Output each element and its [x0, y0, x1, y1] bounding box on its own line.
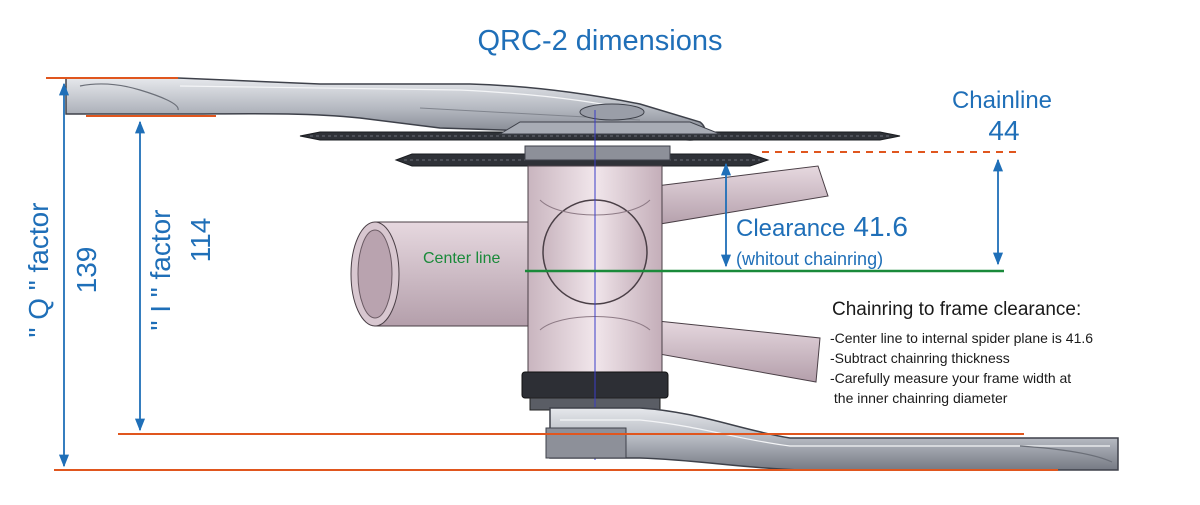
i-factor-label: " I " factor	[145, 209, 176, 330]
down-tube	[350, 221, 549, 327]
clearance-label-text: Clearance	[736, 215, 845, 242]
i-factor-value: 114	[185, 218, 216, 263]
clearance-value: 41.6	[853, 211, 908, 242]
chainline-value: 44	[988, 115, 1019, 146]
chainline-label: Chainline	[952, 87, 1052, 114]
crank-spider	[498, 121, 721, 135]
notes-item: -Carefully measure your frame width at	[830, 370, 1071, 386]
notes-heading: Chainring to frame clearance:	[832, 299, 1081, 320]
frame-stays	[639, 165, 829, 383]
notes-item: -Subtract chainring thickness	[830, 350, 1010, 366]
dimension-lines	[46, 77, 1058, 471]
clearance-label: Clearance 41.6	[736, 211, 908, 242]
clearance-note: (whitout chainring)	[736, 249, 883, 269]
lower-crank-arm	[545, 407, 1119, 471]
q-factor-value: 139	[71, 247, 102, 294]
outer-chainring	[299, 131, 901, 141]
notes-item: the inner chainring diameter	[830, 390, 1008, 406]
q-factor-label: " Q " factor	[23, 202, 54, 337]
clearance-notes: Chainring to frame clearance: -Center li…	[830, 299, 1093, 406]
notes-item: -Center line to internal spider plane is…	[830, 330, 1093, 346]
center-line-label: Center line	[423, 250, 500, 267]
diagram-title: QRC-2 dimensions	[478, 25, 723, 57]
inner-chainring	[394, 145, 770, 167]
